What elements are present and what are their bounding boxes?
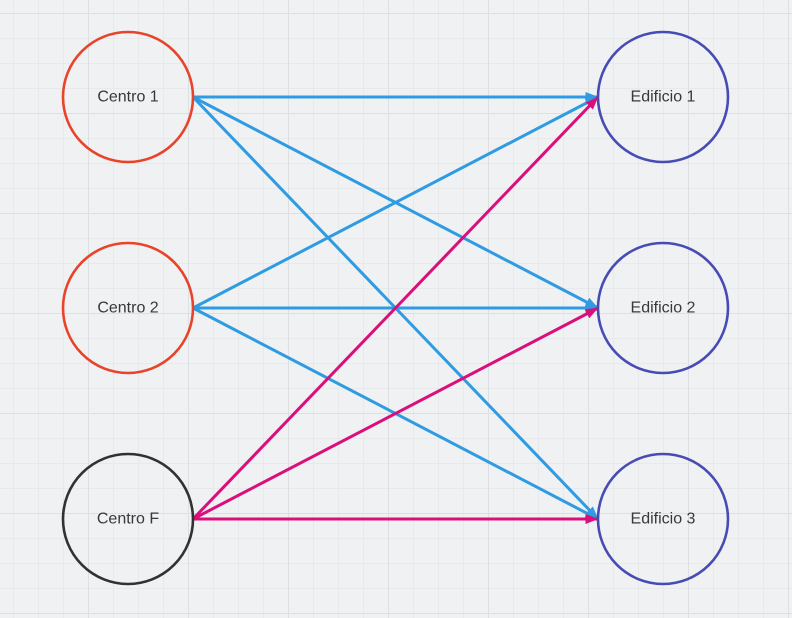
edge-centro-2-to-edificio-1[interactable] (192, 95, 599, 310)
node-label-edificio-3: Edificio 3 (631, 511, 696, 528)
node-label-centro-2: Centro 2 (97, 300, 158, 317)
node-circle-edificio-1[interactable] (596, 30, 730, 164)
node-label-edificio-1: Edificio 1 (631, 89, 696, 106)
edges-layer (191, 92, 600, 524)
node-label-edificio-2: Edificio 2 (631, 300, 696, 317)
edge-centro-f-to-edificio-1[interactable] (191, 95, 600, 521)
node-centro-1[interactable]: Centro 1 (61, 30, 195, 164)
node-edificio-3[interactable]: Edificio 3 (596, 452, 730, 586)
node-circle-centro-f[interactable] (61, 452, 195, 586)
node-circle-edificio-3[interactable] (596, 452, 730, 586)
node-label-centro-f: Centro F (97, 511, 159, 528)
node-centro-2[interactable]: Centro 2 (61, 241, 195, 375)
edge-centro-f-to-edificio-2[interactable] (192, 306, 599, 521)
node-edificio-1[interactable]: Edificio 1 (596, 30, 730, 164)
node-centro-f[interactable]: Centro F (61, 452, 195, 586)
node-edificio-2[interactable]: Edificio 2 (596, 241, 730, 375)
node-circle-centro-1[interactable] (61, 30, 195, 164)
node-circle-centro-2[interactable] (61, 241, 195, 375)
node-label-centro-1: Centro 1 (97, 89, 158, 106)
node-circle-edificio-2[interactable] (596, 241, 730, 375)
nodes-layer: Centro 1 Centro 2 Centro F Edificio 1 Edific… (61, 30, 730, 586)
